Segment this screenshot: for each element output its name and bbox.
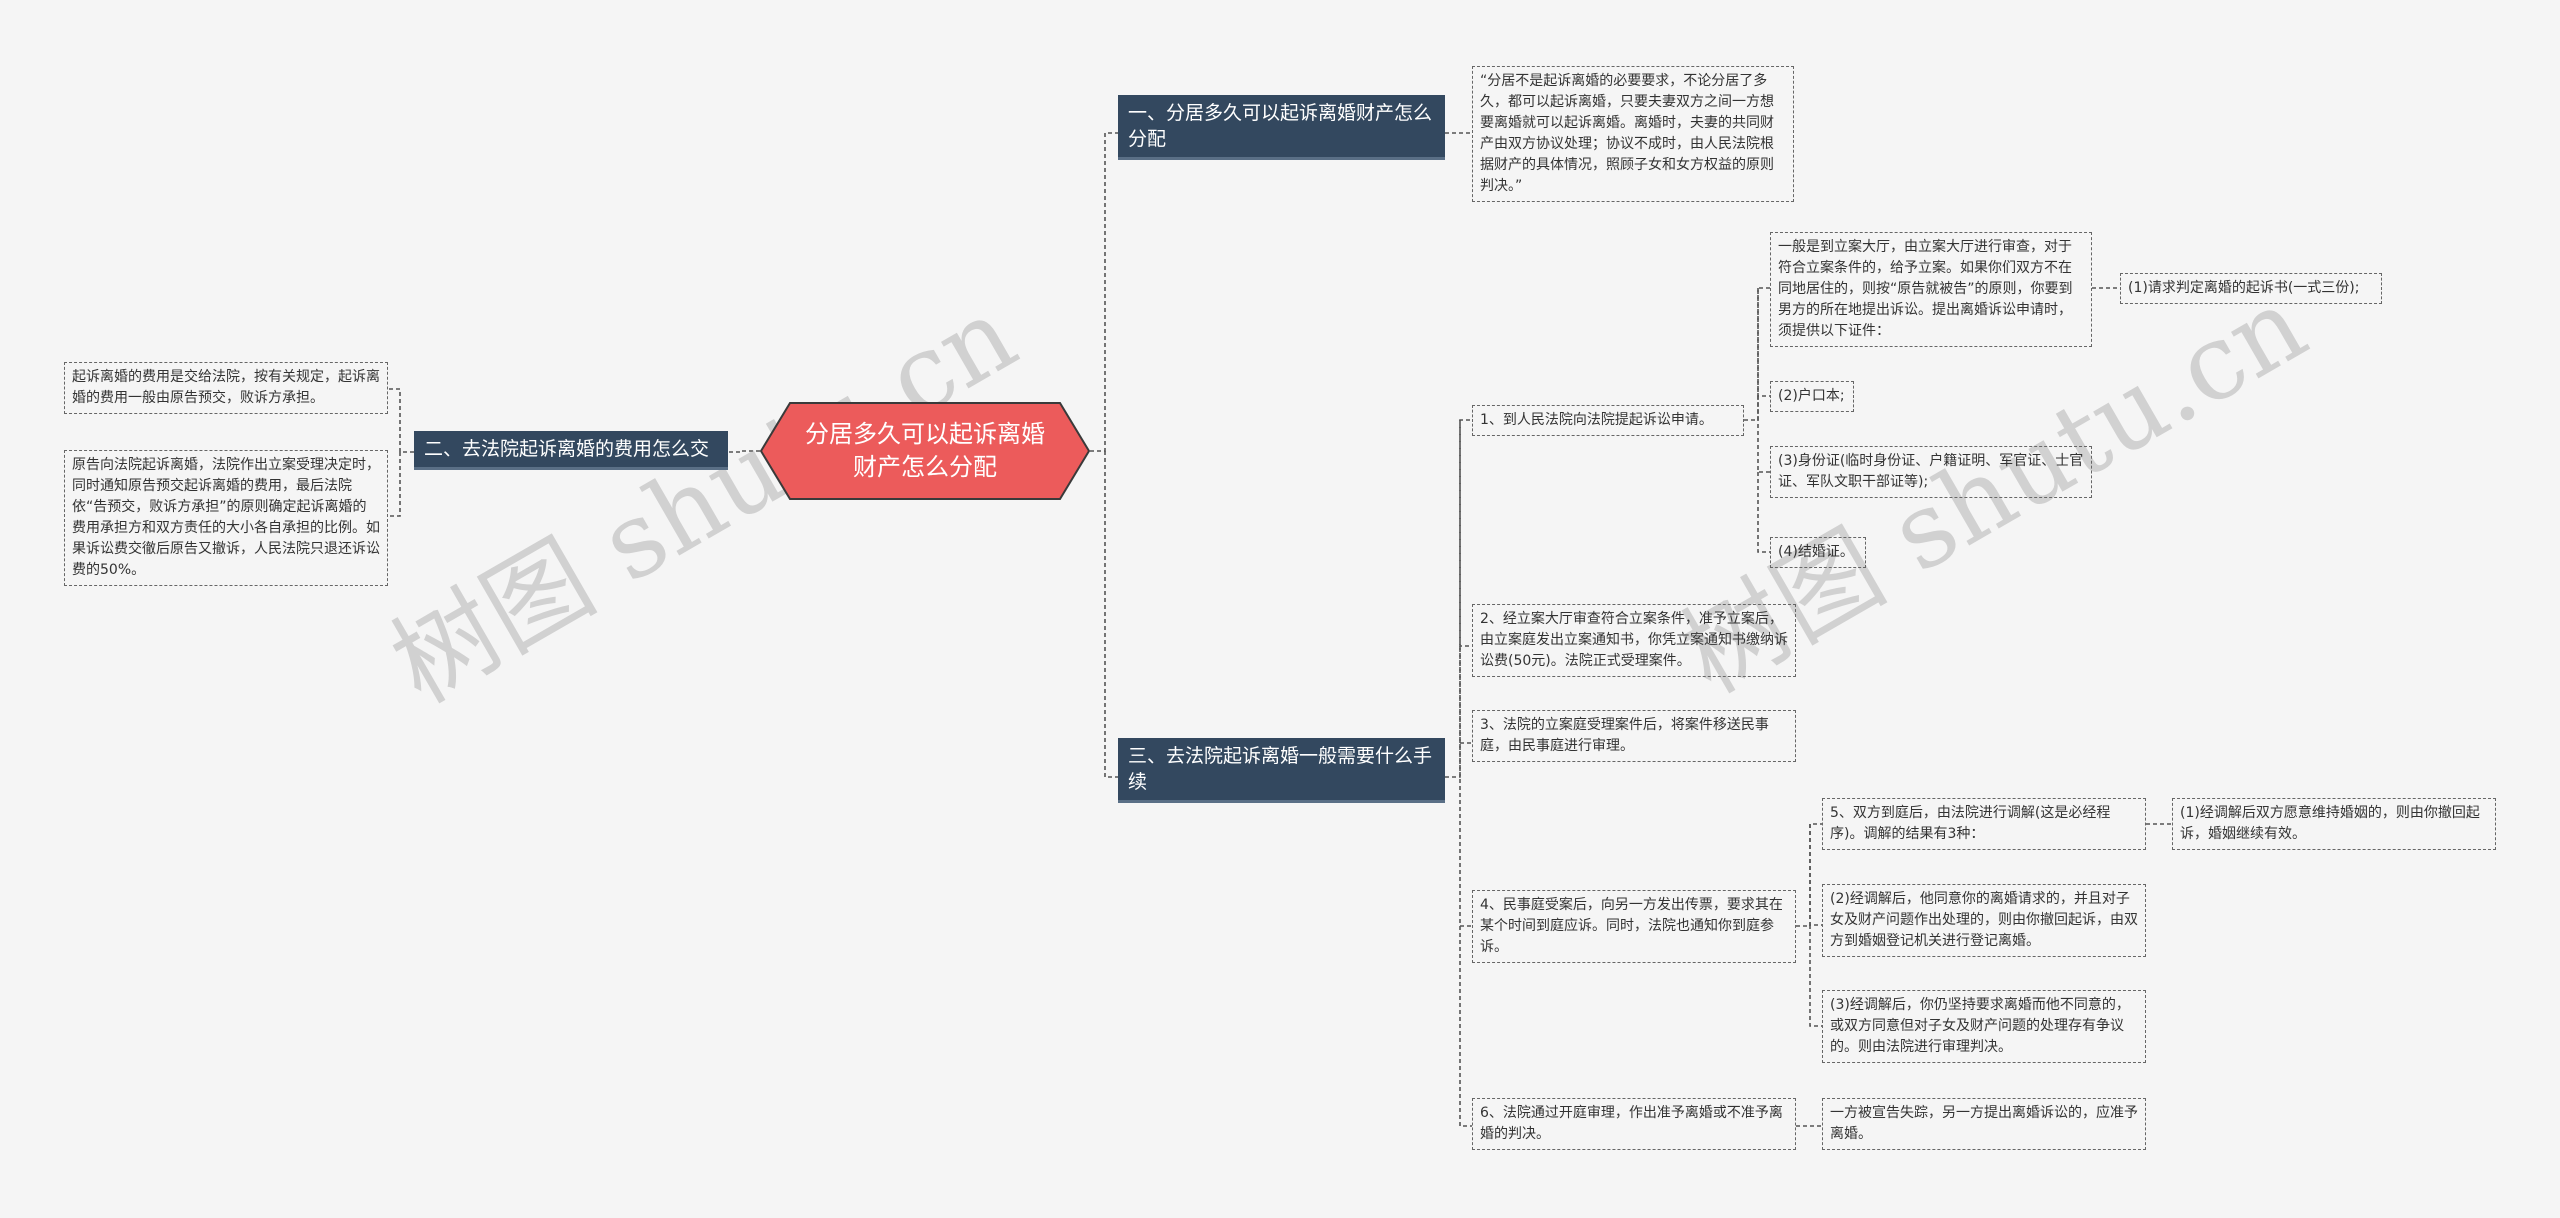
doc-divorce-petition[interactable]: (1)请求判定离婚的起诉书(一式三份); — [2120, 273, 2382, 304]
leaf-separation-quote[interactable]: “分居不是起诉离婚的必要要求，不论分居了多久，都可以起诉离婚，只要夫妻双方之间一… — [1472, 66, 1794, 202]
mediation-result-1[interactable]: (1)经调解后双方愿意维持婚姻的，则由你撤回起诉，婚姻继续有效。 — [2172, 798, 2496, 850]
mediation-result-2[interactable]: (2)经调解后，他同意你的离婚请求的，并且对子女及财产问题作出处理的，则由你撤回… — [1822, 884, 2146, 957]
branch-procedures[interactable]: 三、去法院起诉离婚一般需要什么手续 — [1118, 738, 1445, 803]
doc-marriage-certificate[interactable]: (4)结婚证。 — [1770, 537, 1866, 568]
step-4-summons[interactable]: 4、民事庭受案后，向另一方发出传票，要求其在某个时间到庭应诉。同时，法院也通知你… — [1472, 890, 1796, 963]
branch-asset-division[interactable]: 一、分居多久可以起诉离婚财产怎么分配 — [1118, 95, 1445, 160]
step-5-mediation[interactable]: 5、双方到庭后，由法院进行调解(这是必经程序)。调解的结果有3种： — [1822, 798, 2146, 850]
step-6-detail[interactable]: 一方被宣告失踪，另一方提出离婚诉讼的，应准予离婚。 — [1822, 1098, 2146, 1150]
step-3-civil-division[interactable]: 3、法院的立案庭受理案件后，将案件移送民事庭，由民事庭进行审理。 — [1472, 710, 1796, 762]
step-2-case-filing[interactable]: 2、经立案大厅审查符合立案条件，准予立案后，由立案庭发出立案通知书，你凭立案通知… — [1472, 604, 1796, 677]
doc-household-register[interactable]: (2)户口本; — [1770, 381, 1854, 412]
branch-fee-payment[interactable]: 二、去法院起诉离婚的费用怎么交 — [414, 431, 728, 470]
step-1-file-lawsuit[interactable]: 1、到人民法院向法院提起诉讼申请。 — [1472, 405, 1744, 436]
leaf-fee-rule[interactable]: 起诉离婚的费用是交给法院，按有关规定，起诉离婚的费用一般由原告预交，败诉方承担。 — [64, 362, 388, 414]
doc-id-card[interactable]: (3)身份证(临时身份证、户籍证明、军官证、士官证、军队文职干部证等); — [1770, 446, 2092, 498]
leaf-fee-process[interactable]: 原告向法院起诉离婚，法院作出立案受理决定时，同时通知原告预交起诉离婚的费用，最后… — [64, 450, 388, 586]
mediation-result-3[interactable]: (3)经调解后，你仍坚持要求离婚而他不同意的，或双方同意但对子女及财产问题的处理… — [1822, 990, 2146, 1063]
step-1-detail[interactable]: 一般是到立案大厅，由立案大厅进行审查，对于符合立案条件的，给予立案。如果你们双方… — [1770, 232, 2092, 347]
step-6-judgment[interactable]: 6、法院通过开庭审理，作出准予离婚或不准予离婚的判决。 — [1472, 1098, 1796, 1150]
root-label: 分居多久可以起诉离婚财产怎么分配 — [805, 420, 1045, 481]
root-hexagon-shape — [760, 402, 1090, 500]
root-node[interactable]: 分居多久可以起诉离婚财产怎么分配 — [760, 402, 1090, 500]
